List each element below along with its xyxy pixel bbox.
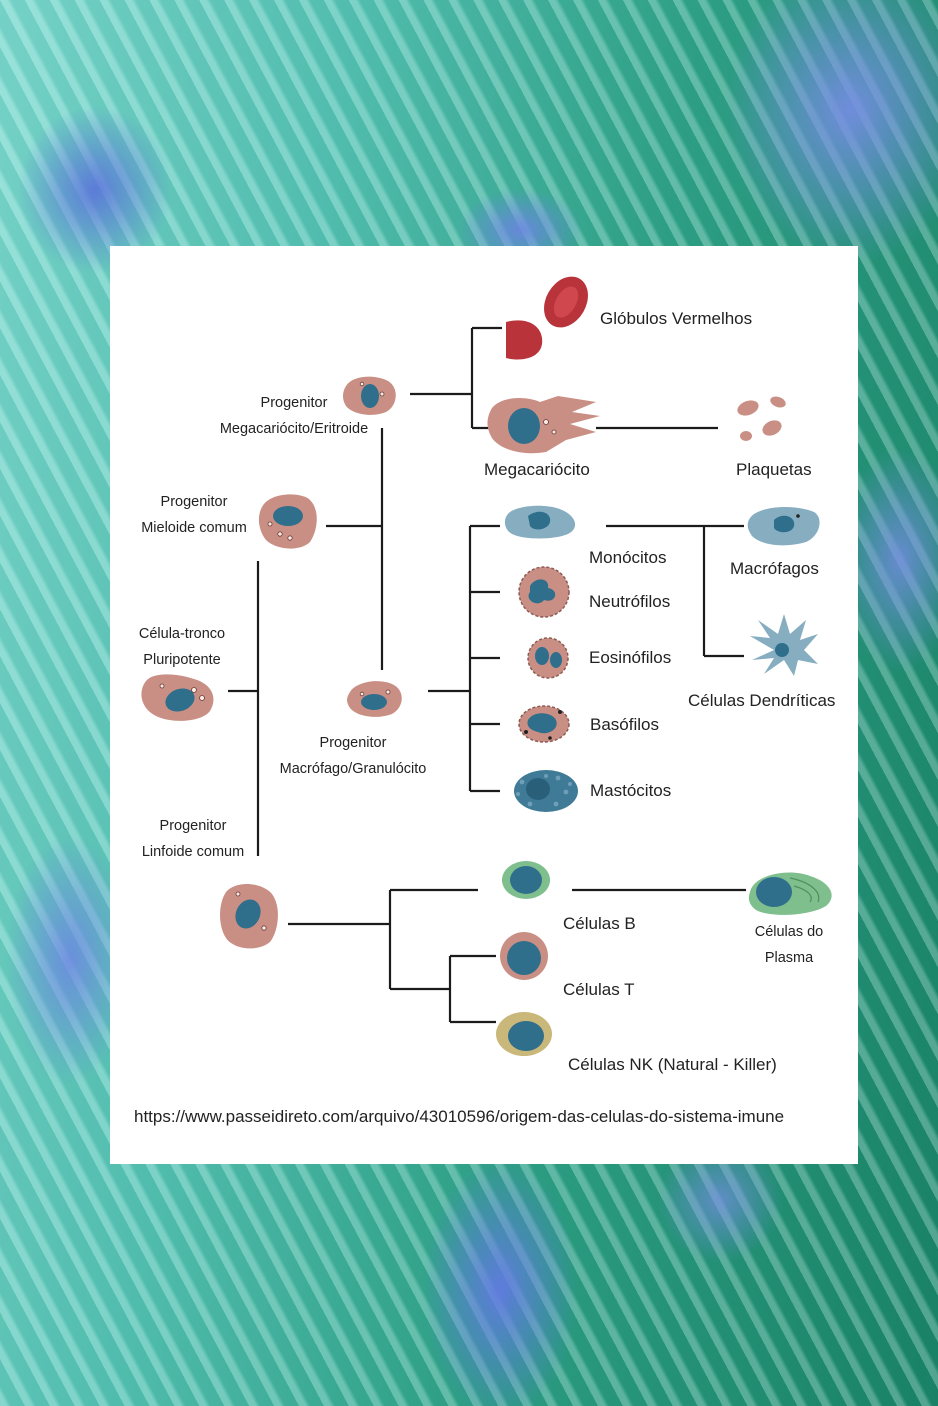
label-mep-line2: Megacariócito/Eritroide [220,421,368,437]
diagram-card: Célula-tronco Pluripotente Progenitor Mi… [110,246,858,1164]
label-plasma-line2: Plasma [765,950,814,966]
label-stem-cell-line2: Pluripotente [143,652,220,668]
nk-cell [496,1012,552,1056]
t-cell [500,932,548,980]
label-cmp-line2: Mieloide comum [141,520,247,536]
label-neutrophils: Neutrófilos [589,592,670,611]
red-blood-cells [506,276,588,360]
eosinophil-cell [527,637,569,679]
label-mast-cells: Mastócitos [590,781,671,800]
label-red-blood-cells: Glóbulos Vermelhos [600,309,752,328]
platelets-cells [737,396,786,441]
label-clp-line2: Linfoide comum [142,844,244,860]
common-myeloid-progenitor-cell [258,494,317,549]
label-gmp-line1: Progenitor [320,735,387,751]
label-cmp-line1: Progenitor [161,494,228,510]
label-t-cells: Células T [563,980,635,999]
basophil-cell [518,705,570,743]
label-stem-cell-line1: Célula-tronco [139,626,225,642]
label-monocytes: Monócitos [589,548,666,567]
label-macrophages: Macrófagos [730,559,819,578]
megakaryocyte-cell [487,396,600,454]
monocyte-cell [504,505,576,539]
macrophage-granulocyte-progenitor-cell [347,681,402,717]
dendritic-cell [750,614,818,676]
label-platelets: Plaquetas [736,460,812,479]
label-basophils: Basófilos [590,715,659,734]
connector-lines [228,326,746,1024]
megakaryocyte-erythroid-progenitor-cell [343,376,396,415]
stem-cell [141,674,214,721]
label-megakaryocyte: Megacariócito [484,460,590,479]
label-mep-line1: Progenitor [261,395,328,411]
b-cell [502,861,550,899]
mast-cell [514,770,578,812]
label-gmp-line2: Macrófago/Granulócito [280,761,427,777]
label-b-cells: Células B [563,914,636,933]
hematopoiesis-diagram: Célula-tronco Pluripotente Progenitor Mi… [134,276,835,1126]
neutrophil-cell [518,566,570,618]
diagram-labels: Célula-tronco Pluripotente Progenitor Mi… [134,309,835,1126]
label-plasma-line1: Células do [755,924,824,940]
source-url: https://www.passeidireto.com/arquivo/430… [134,1107,784,1126]
common-lymphoid-progenitor-cell [220,883,278,949]
label-dendritic-cells: Células Dendríticas [688,691,835,710]
label-eosinophils: Eosinófilos [589,648,671,667]
macrophage-cell [747,507,820,546]
label-clp-line1: Progenitor [160,818,227,834]
label-nk-cells: Células NK (Natural - Killer) [568,1055,777,1074]
plasma-cell [748,872,832,915]
